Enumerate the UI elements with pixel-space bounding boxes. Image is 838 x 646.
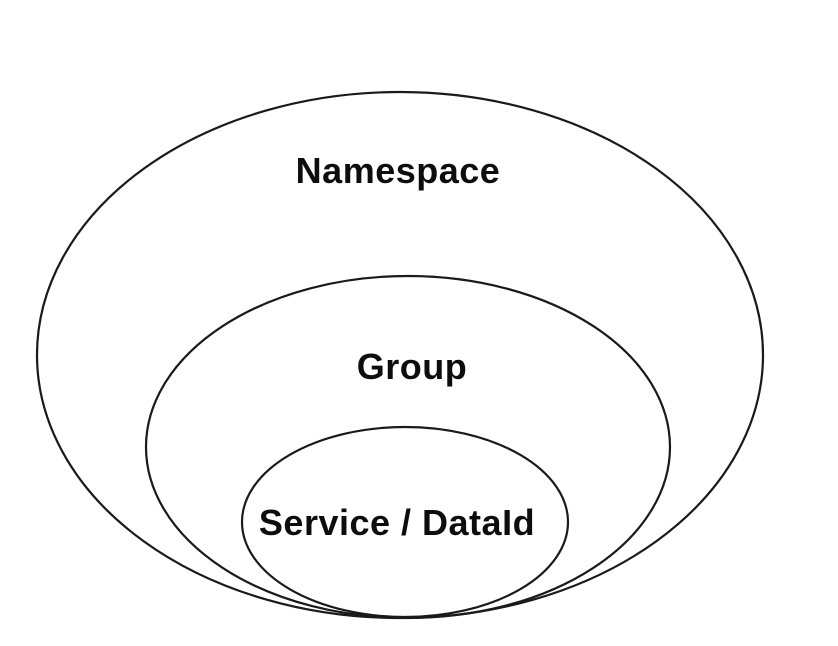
service-dataid-label: Service / DataId bbox=[259, 502, 535, 543]
group-label: Group bbox=[357, 346, 467, 387]
service-dataid-ellipse bbox=[240, 425, 570, 619]
namespace-label: Namespace bbox=[296, 150, 501, 191]
group-ellipse bbox=[144, 274, 672, 620]
